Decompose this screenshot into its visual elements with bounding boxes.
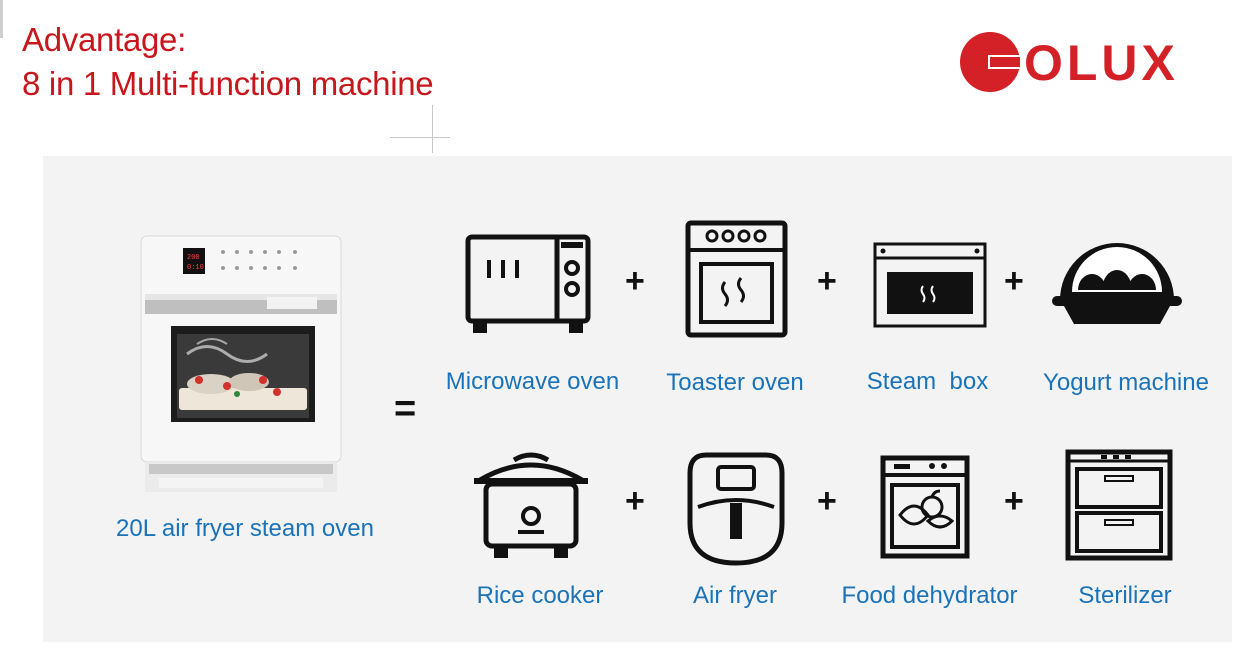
sterilizer-icon <box>1065 449 1173 561</box>
function-label-air-fryer: Air fryer <box>693 582 777 609</box>
microwave-icon <box>465 234 591 333</box>
rice-cooker-icon <box>474 452 588 558</box>
food-dehydrator-icon <box>880 455 970 559</box>
function-label-yogurt: Yogurt machine <box>1043 369 1209 396</box>
yogurt-machine-icon <box>1052 243 1182 324</box>
plus-sign: + <box>625 482 645 520</box>
plus-sign: + <box>817 482 837 520</box>
steam-oven-photo: 200 0:10 <box>140 235 342 492</box>
equals-sign: = <box>394 388 417 430</box>
title-line-2: 8 in 1 Multi-function machine <box>22 65 434 102</box>
function-label-food-dehydrator: Food dehydrator <box>841 582 1018 609</box>
plus-sign: + <box>1004 262 1024 300</box>
function-label-rice-cooker: Rice cooker <box>476 582 604 609</box>
svg-text:OLUX: OLUX <box>1024 35 1179 91</box>
function-label-microwave: Microwave oven <box>445 368 620 395</box>
edge-mark <box>0 0 3 38</box>
plus-sign: + <box>625 262 645 300</box>
function-label-toaster: Toaster oven <box>666 369 804 396</box>
svg-text:0:10: 0:10 <box>187 264 204 272</box>
plus-sign: + <box>817 262 837 300</box>
title-line-1: Advantage: <box>22 21 186 58</box>
function-label-steam-box: Steam box <box>866 368 989 395</box>
svg-text:200: 200 <box>187 254 200 262</box>
function-label-sterilizer: Sterilizer <box>1078 582 1172 609</box>
toaster-oven-icon <box>685 220 788 338</box>
main-product-label: 20L air fryer steam oven <box>116 515 374 542</box>
plus-sign: + <box>1004 482 1024 520</box>
golux-logo: OLUX <box>960 32 1179 92</box>
crosshair-horizontal <box>390 137 450 138</box>
crosshair-vertical <box>432 105 433 153</box>
air-fryer-icon <box>687 452 785 566</box>
steam-box-icon <box>873 242 987 328</box>
page-title: Advantage: 8 in 1 Multi-function machine <box>22 18 434 106</box>
